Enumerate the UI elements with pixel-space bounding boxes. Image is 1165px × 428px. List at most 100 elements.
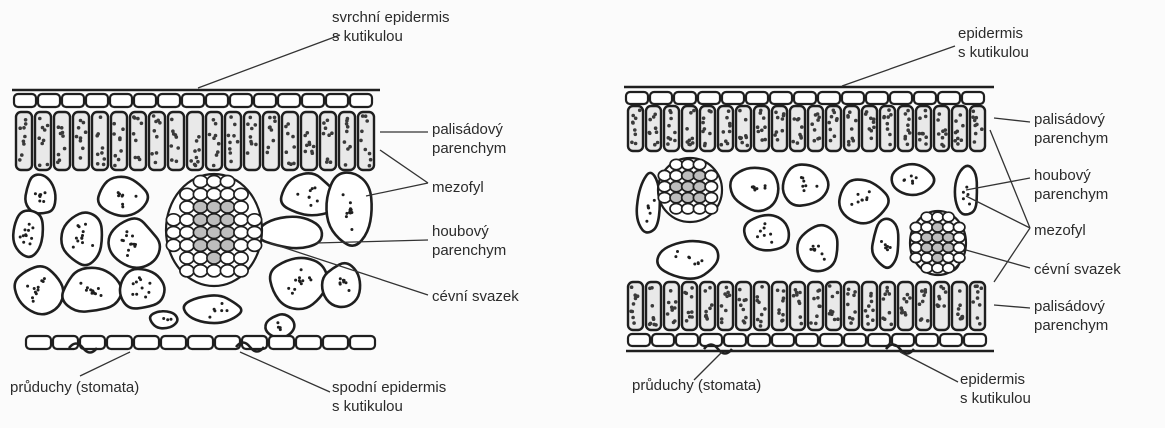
- chloroplast-dot: [854, 119, 858, 123]
- chloroplast-dot: [918, 138, 922, 142]
- chloroplast-dot: [746, 144, 750, 148]
- chloroplast-dot: [958, 289, 962, 293]
- chloroplast-dot: [669, 289, 673, 293]
- chloroplast-dot: [292, 145, 296, 149]
- chloroplast-dot: [18, 158, 22, 162]
- chloroplast-dot: [18, 126, 22, 130]
- chloroplast-dot: [924, 115, 928, 119]
- leader-line: [994, 305, 1030, 308]
- chloroplast-dot: [744, 316, 748, 320]
- chloroplast-dot: [724, 139, 728, 143]
- epidermis-cell: [962, 92, 984, 104]
- chloroplast-dot: [631, 114, 635, 118]
- chloroplast-dot: [46, 124, 50, 128]
- chloroplast-dot: [674, 300, 678, 304]
- vascular-cell: [932, 222, 943, 232]
- chloroplast-dot: [147, 291, 150, 294]
- chloroplast-dot: [941, 136, 945, 140]
- chloroplast-dot: [34, 192, 37, 195]
- epidermis-cell: [269, 336, 294, 349]
- chloroplast-dot: [867, 304, 871, 308]
- chloroplast-dot: [724, 309, 728, 313]
- chloroplast-dot: [968, 203, 971, 206]
- chloroplast-dot: [776, 116, 780, 120]
- chloroplast-dot: [691, 141, 695, 145]
- vascular-cell: [670, 170, 682, 180]
- palisade-cell: [826, 282, 841, 330]
- spongy-cell: [839, 180, 888, 224]
- epidermis-cell: [14, 94, 36, 107]
- chloroplast-dot: [852, 294, 856, 298]
- chloroplast-dot: [346, 125, 350, 129]
- chloroplast-dot: [769, 233, 772, 236]
- chloroplast-dot: [656, 141, 660, 145]
- chloroplast-dot: [208, 133, 212, 137]
- leader-line: [966, 250, 1030, 268]
- chloroplast-dot: [291, 292, 294, 295]
- chloroplast-dot: [967, 193, 970, 196]
- chloroplast-dot: [910, 175, 913, 178]
- epidermis-cell: [748, 334, 770, 346]
- chloroplast-dot: [797, 300, 801, 304]
- label-palisade-parenchyma: palisádovýparenchym: [432, 120, 506, 158]
- spongy-cell: [657, 241, 718, 279]
- chloroplast-dot: [670, 306, 674, 310]
- chloroplast-dot: [89, 288, 92, 291]
- chloroplast-dot: [229, 151, 233, 155]
- chloroplast-dot: [361, 114, 365, 118]
- chloroplast-dot: [889, 246, 892, 249]
- chloroplast-dot: [900, 311, 904, 315]
- chloroplast-dot: [37, 286, 40, 289]
- epidermis-cell: [724, 334, 746, 346]
- chloroplast-dot: [742, 319, 746, 323]
- chloroplast-dot: [631, 316, 635, 320]
- chloroplast-dot: [816, 296, 820, 300]
- chloroplast-dot: [974, 285, 978, 289]
- vascular-cell: [220, 239, 234, 251]
- chloroplast-dot: [60, 126, 64, 130]
- epidermis-cell: [206, 94, 228, 107]
- chloroplast-dot: [796, 141, 800, 145]
- chloroplast-dot: [886, 245, 889, 248]
- chloroplast-dot: [196, 160, 200, 164]
- chloroplast-dot: [669, 117, 673, 121]
- leader-line: [994, 118, 1030, 122]
- chloroplast-dot: [121, 127, 125, 131]
- vascular-cell: [921, 233, 932, 243]
- chloroplast-dot: [857, 201, 860, 204]
- spongy-cell: [797, 225, 837, 271]
- vascular-cell: [220, 176, 234, 188]
- chloroplast-dot: [971, 300, 975, 304]
- chloroplast-dot: [814, 322, 818, 326]
- chloroplast-dot: [975, 116, 979, 120]
- chloroplast-dot: [886, 248, 889, 251]
- chloroplast-dot: [846, 292, 850, 296]
- chloroplast-dot: [976, 316, 980, 320]
- chloroplast-dot: [887, 108, 891, 112]
- chloroplast-dot: [809, 248, 812, 251]
- chloroplast-dot: [38, 194, 41, 197]
- chloroplast-dot: [852, 139, 856, 143]
- vascular-cell: [921, 253, 932, 263]
- chloroplast-dot: [81, 147, 85, 151]
- chloroplast-dot: [781, 117, 785, 121]
- palisade-cell: [916, 282, 931, 330]
- chloroplast-dot: [166, 318, 169, 321]
- chloroplast-dot: [653, 143, 657, 147]
- chloroplast-dot: [221, 302, 224, 305]
- chloroplast-dot: [725, 286, 729, 290]
- chloroplast-dot: [797, 117, 801, 121]
- chloroplast-dot: [650, 286, 654, 290]
- palisade-cell: [736, 106, 751, 151]
- chloroplast-dot: [728, 124, 732, 128]
- chloroplast-dot: [193, 149, 197, 153]
- chloroplast-dot: [58, 158, 62, 162]
- chloroplast-dot: [216, 150, 220, 154]
- chloroplast-dot: [865, 110, 869, 114]
- chloroplast-dot: [760, 129, 764, 133]
- vascular-cell: [207, 201, 221, 213]
- chloroplast-dot: [286, 132, 290, 136]
- chloroplast-dot: [942, 304, 946, 308]
- chloroplast-dot: [345, 130, 349, 134]
- chloroplast-dot: [118, 138, 122, 142]
